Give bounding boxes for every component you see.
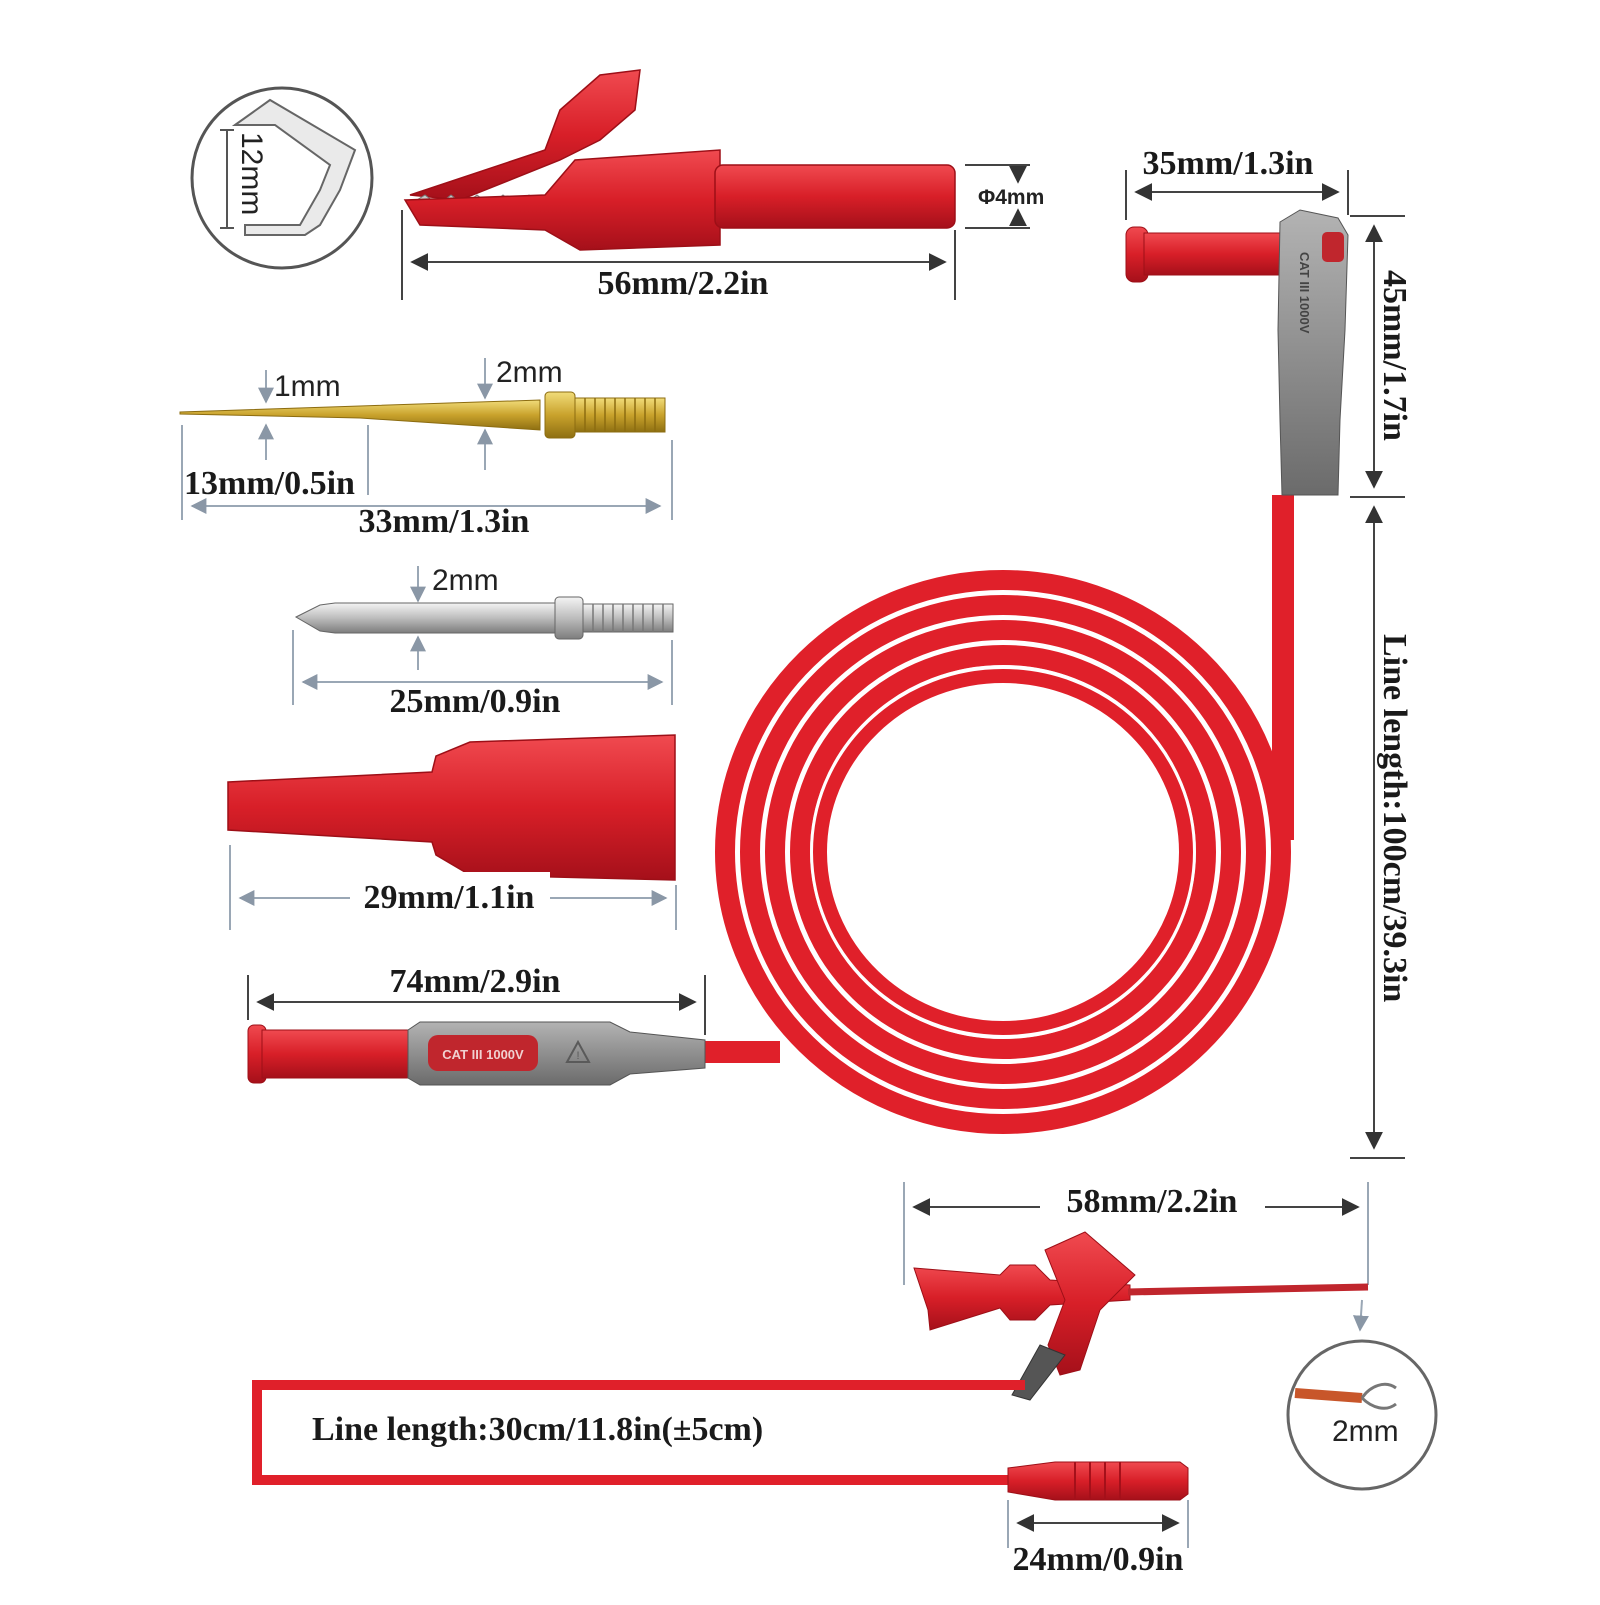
socket-length-dim: 24mm/0.9in: [1007, 1500, 1189, 1578]
sleeve-dims: 29mm/1.1in: [229, 845, 677, 930]
sleeve-length-label: 29mm/1.1in: [364, 879, 535, 916]
right-angle-plug: CAT III 1000V: [1125, 209, 1349, 496]
short-lead-length-label: Line length:30cm/11.8in(±5cm): [312, 1411, 763, 1448]
hook-detail-inset: 2mm: [1286, 1299, 1438, 1491]
short-lead: [252, 1380, 1025, 1485]
hook-clip: [913, 1231, 1369, 1401]
right-angle-height-label: 45mm/1.7in: [1376, 270, 1413, 441]
gold-needle-dims: 1mm 2mm 13mm/0.5in 33mm/1.3in: [181, 356, 673, 540]
jaw-opening-label: 12mm: [235, 132, 268, 215]
gold-shaft-diameter-label: 2mm: [496, 356, 563, 389]
alligator-length-label: 56mm/2.2in: [598, 265, 769, 302]
straight-plug-dims: 74mm/2.9in: [247, 963, 706, 1035]
gold-total-length-label: 33mm/1.3in: [359, 503, 530, 540]
alligator-clip: [403, 69, 956, 251]
right-angle-plug-dims: 35mm/1.3in 45mm/1.7in: [1125, 145, 1413, 498]
jaw-detail-inset: 12mm: [190, 86, 374, 270]
gold-tip-length-label: 13mm/0.5in: [184, 465, 355, 502]
svg-text:!: !: [576, 1050, 579, 1062]
right-angle-plug-marking: CAT III 1000V: [1297, 252, 1312, 334]
alligator-diameter-dim: Φ4mm: [965, 164, 1044, 229]
steel-pin: [294, 596, 674, 640]
insulating-sleeve: [227, 734, 676, 881]
hook-clip-dims: 58mm/2.2in: [903, 1182, 1369, 1285]
hook-size-label: 2mm: [1332, 1415, 1399, 1448]
steel-pin-diameter-label: 2mm: [432, 564, 499, 597]
straight-plug-length-label: 74mm/2.9in: [390, 963, 561, 1000]
gold-needle: [179, 391, 666, 439]
alligator-diameter-label: Φ4mm: [978, 186, 1044, 209]
hook-clip-length-label: 58mm/2.2in: [1067, 1183, 1238, 1220]
straight-plug: CAT III 1000V !: [247, 1021, 706, 1086]
main-lead-length-label: Line length:100cm/39.3in: [1376, 634, 1413, 1002]
gold-tip-diameter-label: 1mm: [274, 370, 341, 403]
straight-plug-marking: CAT III 1000V: [442, 1047, 524, 1062]
socket-length-label: 24mm/0.9in: [1013, 1541, 1184, 1578]
alligator-length-dim: 56mm/2.2in: [401, 210, 956, 302]
short-lead-socket: [1007, 1461, 1189, 1501]
main-lead-length-dim: Line length:100cm/39.3in: [1350, 505, 1413, 1159]
coiled-cable: [703, 495, 1294, 1134]
steel-pin-length-label: 25mm/0.9in: [390, 683, 561, 720]
right-angle-width-label: 35mm/1.3in: [1143, 145, 1314, 182]
coil-highlights: [737, 592, 1269, 1112]
steel-pin-dims: 2mm 25mm/0.9in: [292, 564, 673, 720]
